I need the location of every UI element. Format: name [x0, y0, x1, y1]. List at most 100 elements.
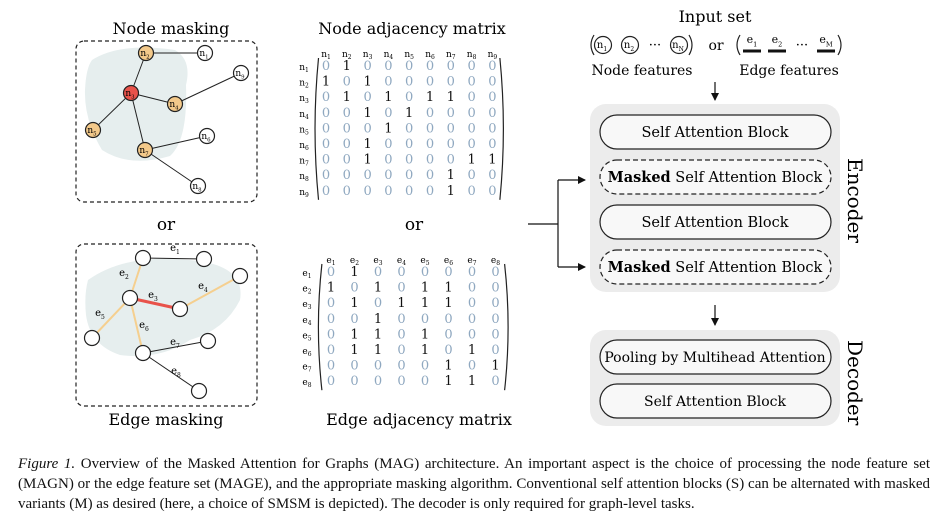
matrix-row-header: e3 [302, 300, 311, 311]
matrix-cell: 1 [374, 343, 382, 358]
node-label: n2 [140, 49, 149, 61]
matrix-cell: 0 [322, 90, 330, 105]
edge-label-e4: e4 [198, 281, 208, 294]
input-edge-label: e2 [772, 33, 783, 48]
matrix-right-bracket [499, 57, 504, 200]
matrix-col-header: e7 [467, 256, 476, 267]
matrix-cell: 1 [444, 296, 452, 311]
matrix-cell: 0 [374, 374, 382, 389]
matrix-cell: 0 [467, 184, 475, 199]
matrix-cell: 1 [363, 106, 371, 121]
matrix-cell: 0 [405, 153, 413, 168]
matrix-cell: 1 [384, 121, 392, 136]
matrix-cell: 0 [468, 312, 476, 327]
block-label: Self Attention Block [642, 125, 789, 141]
masked-self-attention-block: Masked Self Attention Block [599, 249, 832, 285]
pooling-block: Pooling by Multihead Attention [599, 339, 832, 375]
matrix-cell: 0 [397, 327, 405, 342]
matrix-cell: 0 [447, 121, 455, 136]
matrix-col-header: n3 [363, 50, 373, 61]
matrix-col-header: e2 [350, 256, 359, 267]
edge-graph-nodes [83, 249, 249, 400]
input-node-label: n1 [597, 40, 607, 53]
matrix-left-bracket [314, 57, 320, 200]
matrix-cell: 0 [426, 106, 434, 121]
block-frame [599, 383, 832, 419]
matrix-cell: 0 [384, 106, 392, 121]
matrix-cell: 0 [467, 75, 475, 90]
node-label: n9 [235, 69, 245, 81]
matrix-cell: 0 [491, 296, 499, 311]
edge-label-e6: e6 [139, 320, 149, 333]
matrix-cell: 0 [468, 327, 476, 342]
matrix-cell: 0 [468, 281, 476, 296]
matrix-cell: 1 [322, 75, 330, 90]
matrix-col-header: e1 [326, 256, 335, 267]
matrix-cell: 1 [468, 374, 476, 389]
matrix-cell: 0 [374, 265, 382, 280]
edge-e8 [142, 352, 200, 392]
matrix-row-header: n9 [299, 188, 309, 199]
matrix-row-header: n5 [299, 125, 309, 136]
matrix-cell: 0 [467, 106, 475, 121]
matrix-cell: 0 [467, 59, 475, 74]
matrix-cell: 0 [447, 75, 455, 90]
edge-dots: ··· [796, 38, 808, 53]
matrix-row-header: e2 [302, 285, 311, 296]
node-set-brace-right [688, 34, 693, 56]
input-node-label: nN [672, 40, 684, 53]
matrix-cell: 1 [405, 106, 413, 121]
matrix-cell: 0 [405, 90, 413, 105]
node-circle [196, 44, 214, 62]
node-label: n7 [139, 146, 149, 158]
matrix-cell: 1 [447, 184, 455, 199]
matrix-cell: 1 [374, 327, 382, 342]
matrix-cell: 1 [468, 343, 476, 358]
matrix-cell: 0 [488, 137, 496, 152]
input-edge-label: eM [819, 33, 833, 48]
matrix-cell: 0 [421, 374, 429, 389]
input-node-circle [593, 35, 613, 55]
graph-node-n4: n4 [166, 95, 184, 113]
connector-arrows [528, 82, 719, 326]
matrix-col-header: e3 [373, 256, 382, 267]
block-label: Self Attention Block [644, 394, 786, 410]
node-circle [137, 44, 155, 62]
matrix-cell: 0 [447, 137, 455, 152]
matrix-row-header: n2 [299, 79, 309, 90]
block-label: Pooling by Multihead Attention [604, 350, 825, 366]
node-masking-title: Node masking [113, 19, 230, 38]
matrix-cell: 0 [488, 75, 496, 90]
matrix-cell: 0 [350, 312, 358, 327]
block-frame [599, 159, 832, 195]
matrix-cell: 0 [468, 265, 476, 280]
matrix-cell: 0 [350, 359, 358, 374]
matrix-cell: 0 [343, 153, 351, 168]
matrix-cell: 0 [491, 281, 499, 296]
input-node-circle [620, 35, 640, 55]
matrix-cell: 1 [374, 281, 382, 296]
matrix-row-header: e1 [302, 269, 311, 280]
matrix-cell: 0 [444, 327, 452, 342]
matrix-cell: 1 [350, 265, 358, 280]
matrix-col-header: n8 [467, 50, 477, 61]
node-circle [232, 64, 250, 82]
node-dots: ··· [649, 38, 661, 53]
matrix-cell: 1 [421, 296, 429, 311]
matrix-row-header: e8 [302, 378, 311, 389]
matrix-cell: 1 [384, 90, 392, 105]
matrix-cell: 0 [322, 121, 330, 136]
input-edge-label: e1 [747, 33, 758, 48]
matrix-cell: 0 [397, 281, 405, 296]
node-circle [136, 141, 154, 159]
matrix-left-bracket [317, 263, 323, 391]
matrix-cell: 1 [491, 359, 499, 374]
matrix-cell: 0 [488, 106, 496, 121]
matrix-cell: 0 [491, 312, 499, 327]
input-node-label: n2 [624, 40, 634, 53]
decoder-self-attention-block: Self Attention Block [599, 383, 832, 419]
node-circle [198, 127, 216, 145]
